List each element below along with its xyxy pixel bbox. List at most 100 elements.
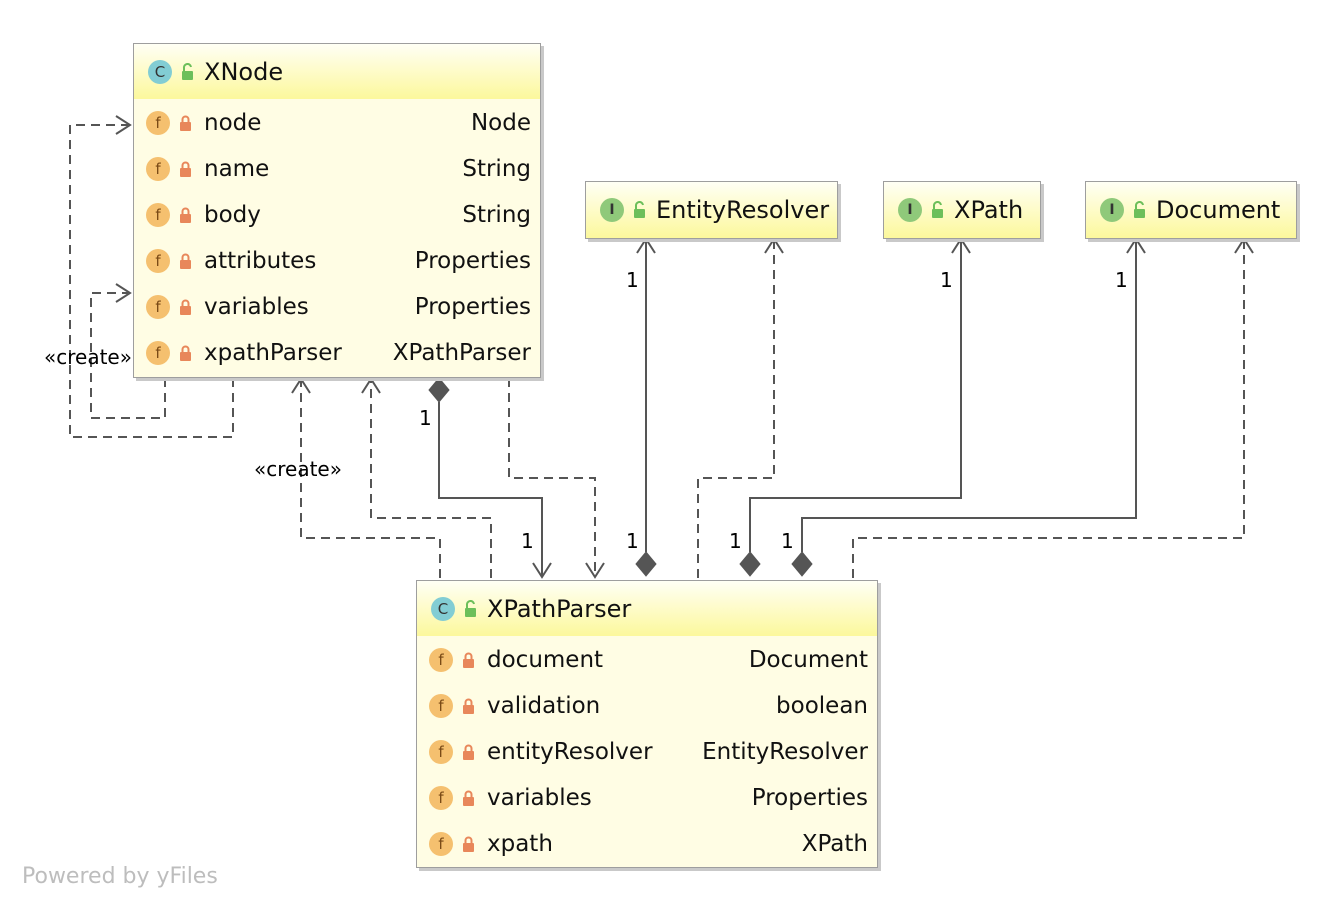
field-row[interactable]: f xpathParser XPathParser xyxy=(134,330,540,376)
field-row[interactable]: f name String xyxy=(134,146,540,192)
multiplicity-label: 1 xyxy=(940,268,953,292)
field-type: Properties xyxy=(751,785,868,811)
field-name: document xyxy=(487,647,604,673)
powered-by-credit: Powered by yFiles xyxy=(22,864,218,889)
interface-name: Document xyxy=(1156,196,1281,224)
interface-entityresolver[interactable]: I EntityResolver xyxy=(585,181,838,239)
field-row[interactable]: f variables Properties xyxy=(134,284,540,330)
public-lock-icon xyxy=(932,201,943,218)
field-icon: f xyxy=(429,786,453,810)
field-row[interactable]: f node Node xyxy=(134,100,540,146)
field-icon: f xyxy=(146,111,170,135)
field-row[interactable]: f attributes Properties xyxy=(134,238,540,284)
field-icon: f xyxy=(146,249,170,273)
field-row[interactable]: f entityResolver EntityResolver xyxy=(417,729,877,775)
class-header: C XPathParser xyxy=(417,581,877,636)
dependency-parser-xnode xyxy=(370,380,492,578)
private-lock-icon xyxy=(463,836,474,852)
field-type: boolean xyxy=(776,693,868,719)
arrowhead-xnode-left-1 xyxy=(115,115,132,135)
interface-document[interactable]: I Document xyxy=(1085,181,1297,239)
class-name: XNode xyxy=(204,57,284,86)
association-xnode-xpathparser xyxy=(438,402,543,576)
multiplicity-label: 1 xyxy=(626,268,639,292)
interface-header: I XPath xyxy=(884,182,1040,238)
dependency-xnode-self-create-inner xyxy=(90,292,166,419)
dependency-parser-entityresolver xyxy=(697,240,775,578)
dependency-parser-document xyxy=(852,240,1245,578)
field-name: attributes xyxy=(204,248,317,274)
multiplicity-label: 1 xyxy=(419,406,432,430)
field-name: name xyxy=(204,156,270,182)
multiplicity-label: 1 xyxy=(626,529,639,553)
multiplicity-label: 1 xyxy=(521,529,534,553)
interface-header: I EntityResolver xyxy=(586,182,837,238)
arrowhead-xnode-dep xyxy=(361,377,381,394)
interface-name: EntityResolver xyxy=(656,196,830,224)
field-icon: f xyxy=(146,295,170,319)
private-lock-icon xyxy=(180,345,191,361)
multiplicity-label: 1 xyxy=(1115,268,1128,292)
private-lock-icon xyxy=(463,790,474,806)
private-lock-icon xyxy=(180,253,191,269)
field-type: EntityResolver xyxy=(702,739,868,765)
field-type: Properties xyxy=(414,248,531,274)
arrowhead-entityresolver-2 xyxy=(764,237,784,254)
interface-xpath[interactable]: I XPath xyxy=(883,181,1041,239)
field-type: Document xyxy=(748,647,868,673)
arrowhead-document-1 xyxy=(1126,237,1146,254)
field-type: String xyxy=(462,156,531,182)
field-name: xpathParser xyxy=(204,340,342,366)
field-icon: f xyxy=(429,832,453,856)
stereotype-create: «create» xyxy=(44,345,132,369)
field-name: body xyxy=(204,202,261,228)
field-type: XPath xyxy=(801,831,868,857)
interface-name: XPath xyxy=(954,196,1024,224)
stereotype-create: «create» xyxy=(254,457,342,481)
field-icon: f xyxy=(146,157,170,181)
field-name: entityResolver xyxy=(487,739,653,765)
field-type: Properties xyxy=(414,294,531,320)
field-type: XPathParser xyxy=(392,340,531,366)
diamond-parser-document xyxy=(791,551,813,577)
arrowhead-xpath xyxy=(951,237,971,254)
private-lock-icon xyxy=(463,652,474,668)
arrowhead-xnode-create xyxy=(291,377,311,394)
private-lock-icon xyxy=(180,299,191,315)
field-icon: f xyxy=(146,341,170,365)
interface-icon: I xyxy=(600,198,624,222)
private-lock-icon xyxy=(180,161,191,177)
dependency-parser-create-xnode xyxy=(300,380,441,578)
field-icon: f xyxy=(429,740,453,764)
field-name: node xyxy=(204,110,262,136)
arrowhead-entityresolver-1 xyxy=(636,237,656,254)
arrowhead-xnode-left-2 xyxy=(115,283,132,303)
private-lock-icon xyxy=(180,207,191,223)
dependency-xnode-parser xyxy=(508,378,596,576)
arrowhead-document-2 xyxy=(1234,237,1254,254)
association-parser-document xyxy=(801,240,1137,552)
arrowhead-parser-1 xyxy=(532,562,552,579)
multiplicity-label: 1 xyxy=(781,529,794,553)
field-name: variables xyxy=(204,294,309,320)
field-type: Node xyxy=(470,110,531,136)
field-icon: f xyxy=(146,203,170,227)
class-name: XPathParser xyxy=(487,594,632,623)
arrowhead-parser-2 xyxy=(585,562,605,579)
diamond-parser-xpath xyxy=(739,551,761,577)
field-icon: f xyxy=(429,694,453,718)
interface-icon: I xyxy=(1100,198,1124,222)
class-icon: C xyxy=(431,596,455,621)
diamond-xnode xyxy=(428,377,450,403)
private-lock-icon xyxy=(463,744,474,760)
public-lock-icon xyxy=(182,62,193,80)
